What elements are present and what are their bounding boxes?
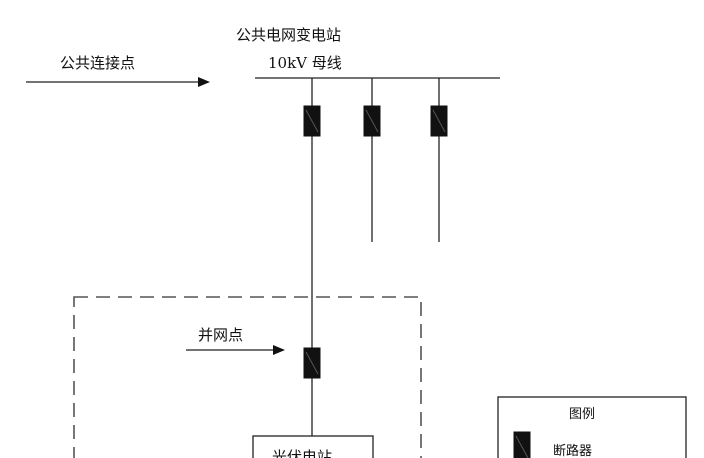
breaker-grid-point — [303, 347, 321, 379]
legend-breaker-label: 断路器 — [553, 443, 592, 458]
breaker-feeder-main — [303, 105, 321, 137]
feeder-3 — [430, 78, 448, 242]
substation-title: 公共电网变电站 — [236, 26, 341, 44]
pv-station-box — [252, 435, 374, 458]
pcc-arrow — [26, 77, 210, 87]
breaker-feeder-2 — [363, 105, 381, 137]
legend: 图例 断路器 — [497, 396, 687, 458]
bus-label: 10kV 母线 — [268, 54, 342, 72]
breaker-feeder-3 — [430, 105, 448, 137]
feeder-2 — [363, 78, 381, 242]
legend-breaker-icon — [513, 431, 531, 458]
grid-point-arrow — [186, 345, 285, 355]
pcc-label: 公共连接点 — [60, 54, 135, 72]
pv-station-boundary — [73, 296, 422, 458]
legend-title: 图例 — [569, 407, 595, 422]
feeder-main — [303, 78, 321, 348]
grid-point-label: 并网点 — [198, 326, 243, 344]
pv-station-label: 光伏电站 — [272, 448, 332, 458]
